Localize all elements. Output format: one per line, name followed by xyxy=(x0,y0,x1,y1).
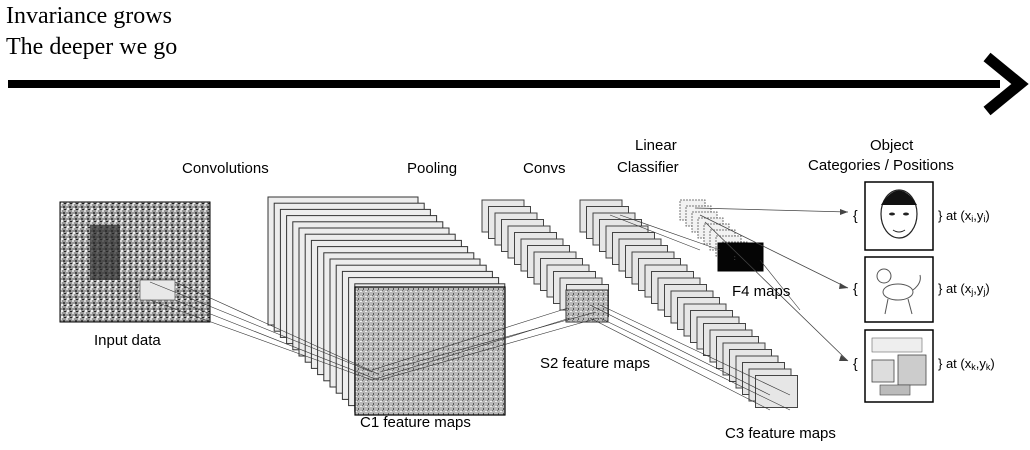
headline-line-2: The deeper we go xyxy=(6,34,178,60)
room-sketch-icon xyxy=(864,329,934,403)
arrow-right-icon xyxy=(8,52,1029,116)
s2-front-map xyxy=(565,289,609,323)
input-image xyxy=(59,201,211,323)
label-convolutions: Convolutions xyxy=(182,160,269,177)
output-brace-1: { xyxy=(853,207,858,223)
label-convs: Convs xyxy=(523,160,566,177)
output-position-1: } at (xi,yi) xyxy=(938,208,990,224)
label-c1-feature-maps: C1 feature maps xyxy=(360,414,471,431)
headline-line-1: Invariance grows xyxy=(6,3,172,29)
label-input-data: Input data xyxy=(94,332,161,349)
output-arrowheads xyxy=(839,209,848,361)
label-object: Object xyxy=(870,137,914,154)
label-s2-feature-maps: S2 feature maps xyxy=(540,355,651,372)
face-sketch-icon xyxy=(864,181,934,251)
connection-lines xyxy=(149,214,801,411)
f4-dark-map xyxy=(717,242,764,272)
svg-text::: : xyxy=(734,256,736,262)
output-arrows xyxy=(694,207,849,362)
dog-sketch-icon xyxy=(864,256,934,323)
stack-c3-map-27 xyxy=(755,375,798,408)
label-c3-feature-maps: C3 feature maps xyxy=(725,425,836,442)
label-pooling: Pooling xyxy=(407,160,458,177)
output-brace-2: { xyxy=(853,280,858,296)
output-brace-3: { xyxy=(853,355,858,371)
label-categories-positions: Categories / Positions xyxy=(808,157,954,174)
output-position-3: } at (xk,yk) xyxy=(938,356,995,372)
output-annotations: { } at (xi,yi) { } at (xj,yj) { } at (xk… xyxy=(853,207,995,372)
label-classifier: Classifier xyxy=(617,159,679,176)
label-linear: Linear xyxy=(635,137,677,154)
c1-front-map xyxy=(354,286,506,416)
output-position-2: } at (xj,yj) xyxy=(938,281,990,297)
label-f4-maps: F4 maps xyxy=(732,283,791,300)
c3-feature-map-stack xyxy=(579,199,798,408)
